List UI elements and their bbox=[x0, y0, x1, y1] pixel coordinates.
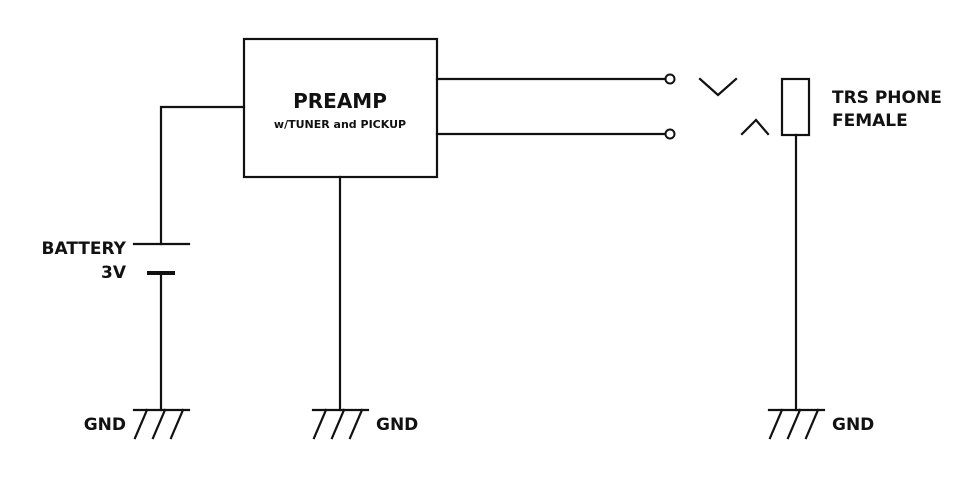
jack-body bbox=[780, 77, 811, 137]
trs-jack: TRS PHONE FEMALE bbox=[780, 77, 942, 412]
preamp-subtitle: w/TUNER and PICKUP bbox=[274, 118, 406, 131]
gnd-label-preamp: GND bbox=[376, 415, 418, 435]
output-wires bbox=[435, 73, 770, 140]
battery-label-line2: 3V bbox=[101, 263, 127, 283]
battery-label-line1: BATTERY bbox=[42, 239, 127, 259]
ground-symbol-battery: GND bbox=[84, 408, 191, 440]
ring-switch-arm bbox=[740, 118, 770, 136]
ring-contact bbox=[664, 128, 676, 140]
battery-positive-wire bbox=[159, 105, 246, 246]
jack-label-line1: TRS PHONE bbox=[832, 88, 942, 108]
gnd-label-jack: GND bbox=[832, 415, 874, 435]
preamp-title: PREAMP bbox=[293, 89, 387, 113]
preamp-block: PREAMP w/TUNER and PICKUP bbox=[242, 37, 439, 179]
tip-contact bbox=[664, 73, 676, 85]
jack-label-line2: FEMALE bbox=[832, 111, 908, 131]
ground-symbol-jack: GND bbox=[767, 408, 874, 440]
tip-switch-arm bbox=[698, 77, 738, 97]
battery-branch: BATTERY 3V bbox=[42, 105, 246, 412]
gnd-label-battery: GND bbox=[84, 415, 126, 435]
preamp-ground-branch: GND bbox=[311, 175, 418, 440]
